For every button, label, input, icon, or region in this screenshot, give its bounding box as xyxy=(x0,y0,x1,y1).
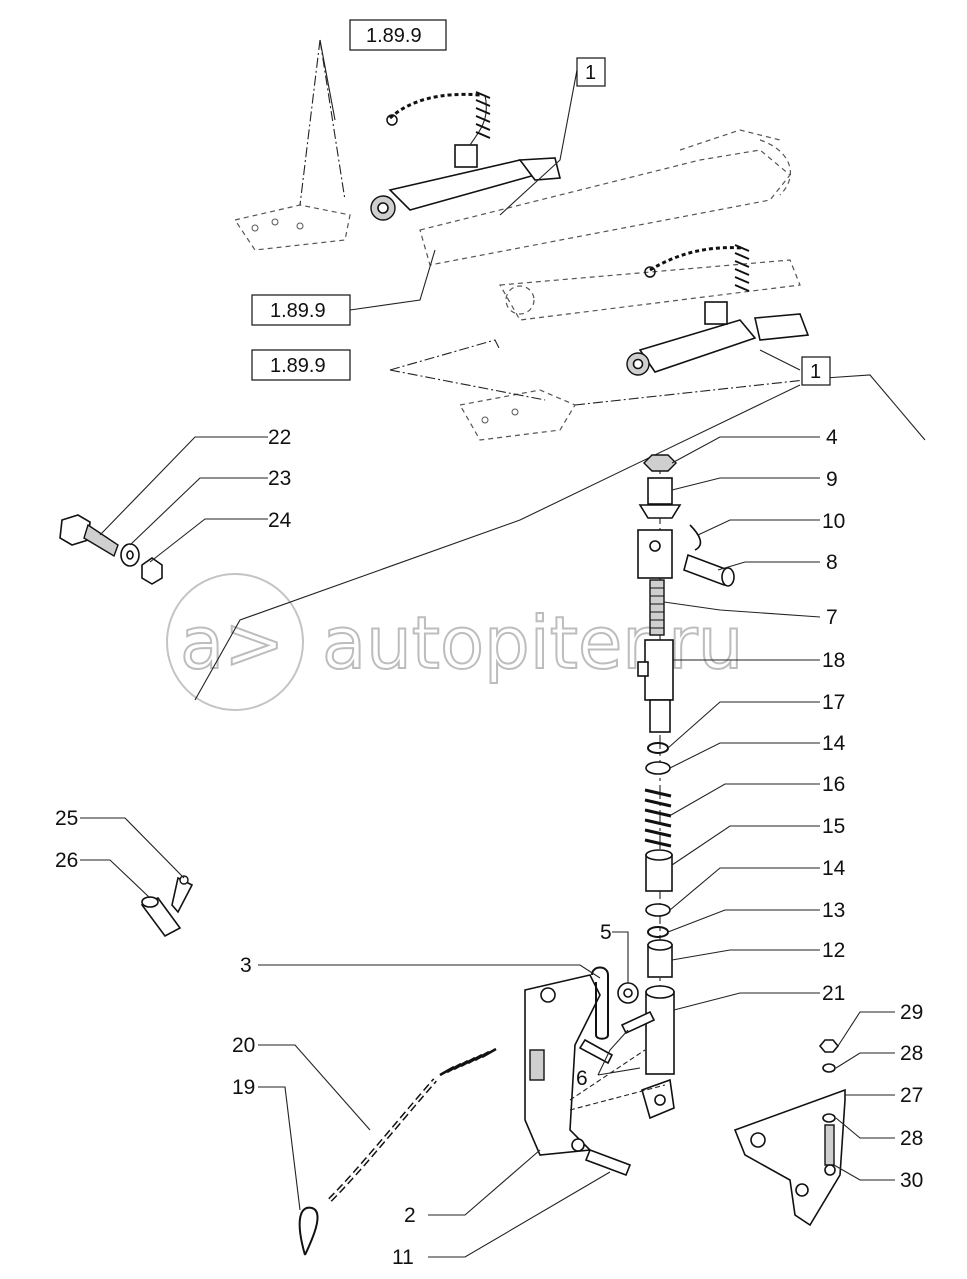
watermark-logo: a> xyxy=(180,601,284,685)
callout-16: 16 xyxy=(822,773,845,796)
callout-24: 24 xyxy=(268,509,292,532)
callout-18: 18 xyxy=(822,649,845,672)
ref-box-d: 1.89.9 xyxy=(251,349,351,381)
callout-7: 7 xyxy=(826,606,838,629)
callout-14-upper: 14 xyxy=(822,732,846,755)
pin-and-split-pin xyxy=(80,817,194,938)
ref-box-a-label: 1.89.9 xyxy=(366,25,422,47)
callout-9: 9 xyxy=(826,468,838,491)
ref-box-e: 1 xyxy=(801,356,831,386)
ref-box-d-label: 1.89.9 xyxy=(270,355,326,377)
callout-28-lower: 28 xyxy=(900,1127,923,1150)
callout-15: 15 xyxy=(822,815,845,838)
watermark-text: autopiter.ru xyxy=(322,601,743,685)
callout-23: 23 xyxy=(268,467,291,490)
callout-20: 20 xyxy=(232,1034,255,1057)
main-bracket xyxy=(524,966,666,1177)
callout-25: 25 xyxy=(55,807,78,830)
ref-box-b-label: 1 xyxy=(585,62,596,84)
ref-box-c: 1.89.9 xyxy=(251,249,436,326)
callout-4: 4 xyxy=(826,426,838,449)
callout-26: 26 xyxy=(55,849,78,872)
callout-11: 11 xyxy=(392,1246,414,1269)
callout-labels: 22 23 24 4 9 10 8 7 18 17 14 16 15 14 13… xyxy=(55,426,923,1269)
callout-10: 10 xyxy=(822,510,845,533)
mounting-plate xyxy=(733,1039,846,1227)
callout-3: 3 xyxy=(240,954,252,977)
upper-linkage-assembly xyxy=(234,39,791,266)
callout-27: 27 xyxy=(900,1084,923,1107)
callout-19: 19 xyxy=(232,1076,255,1099)
bolt-nut-washer-set xyxy=(59,436,268,585)
watermark: a> autopiter.ru xyxy=(166,573,744,711)
callout-22: 22 xyxy=(268,426,291,449)
callout-5: 5 xyxy=(600,921,612,944)
callout-30: 30 xyxy=(900,1169,923,1192)
callout-21: 21 xyxy=(822,982,845,1005)
callout-8: 8 xyxy=(826,551,838,574)
leader-lines xyxy=(258,436,895,1258)
callout-14-lower: 14 xyxy=(822,857,846,880)
ref-box-a: 1.89.9 xyxy=(349,19,447,51)
callout-28-upper: 28 xyxy=(900,1042,923,1065)
callout-13: 13 xyxy=(822,899,845,922)
chain-spring-clip xyxy=(258,1044,497,1256)
callout-12: 12 xyxy=(822,939,845,962)
callout-29: 29 xyxy=(900,1001,923,1024)
ref-box-b: 1 xyxy=(576,57,606,87)
ref-box-e-label: 1 xyxy=(810,361,821,383)
ref-box-c-label: 1.89.9 xyxy=(270,300,326,322)
callout-17: 17 xyxy=(822,691,845,714)
middle-linkage-assembly xyxy=(194,244,926,701)
callout-2: 2 xyxy=(404,1204,416,1227)
callout-6: 6 xyxy=(576,1067,588,1090)
